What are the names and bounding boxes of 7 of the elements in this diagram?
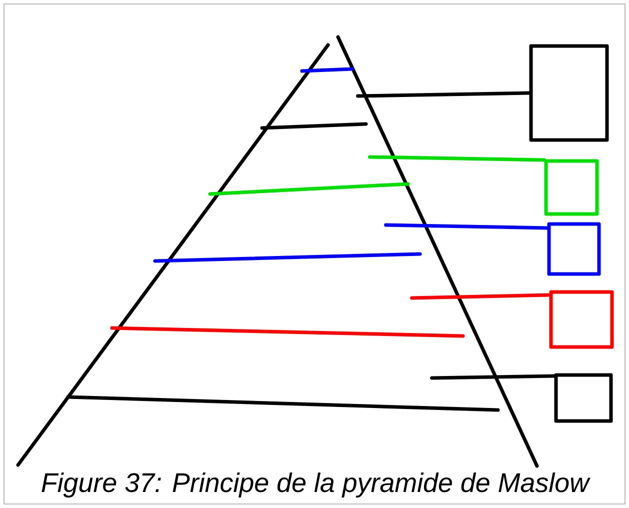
figure-caption: Figure 37: Principe de la pyramide de Maslow [42, 472, 590, 498]
level-box [554, 373, 613, 423]
level-box [544, 159, 599, 216]
level-box [549, 290, 614, 349]
level-box [529, 44, 609, 142]
level-box [547, 222, 601, 276]
pyramid-drawing [16, 35, 539, 468]
